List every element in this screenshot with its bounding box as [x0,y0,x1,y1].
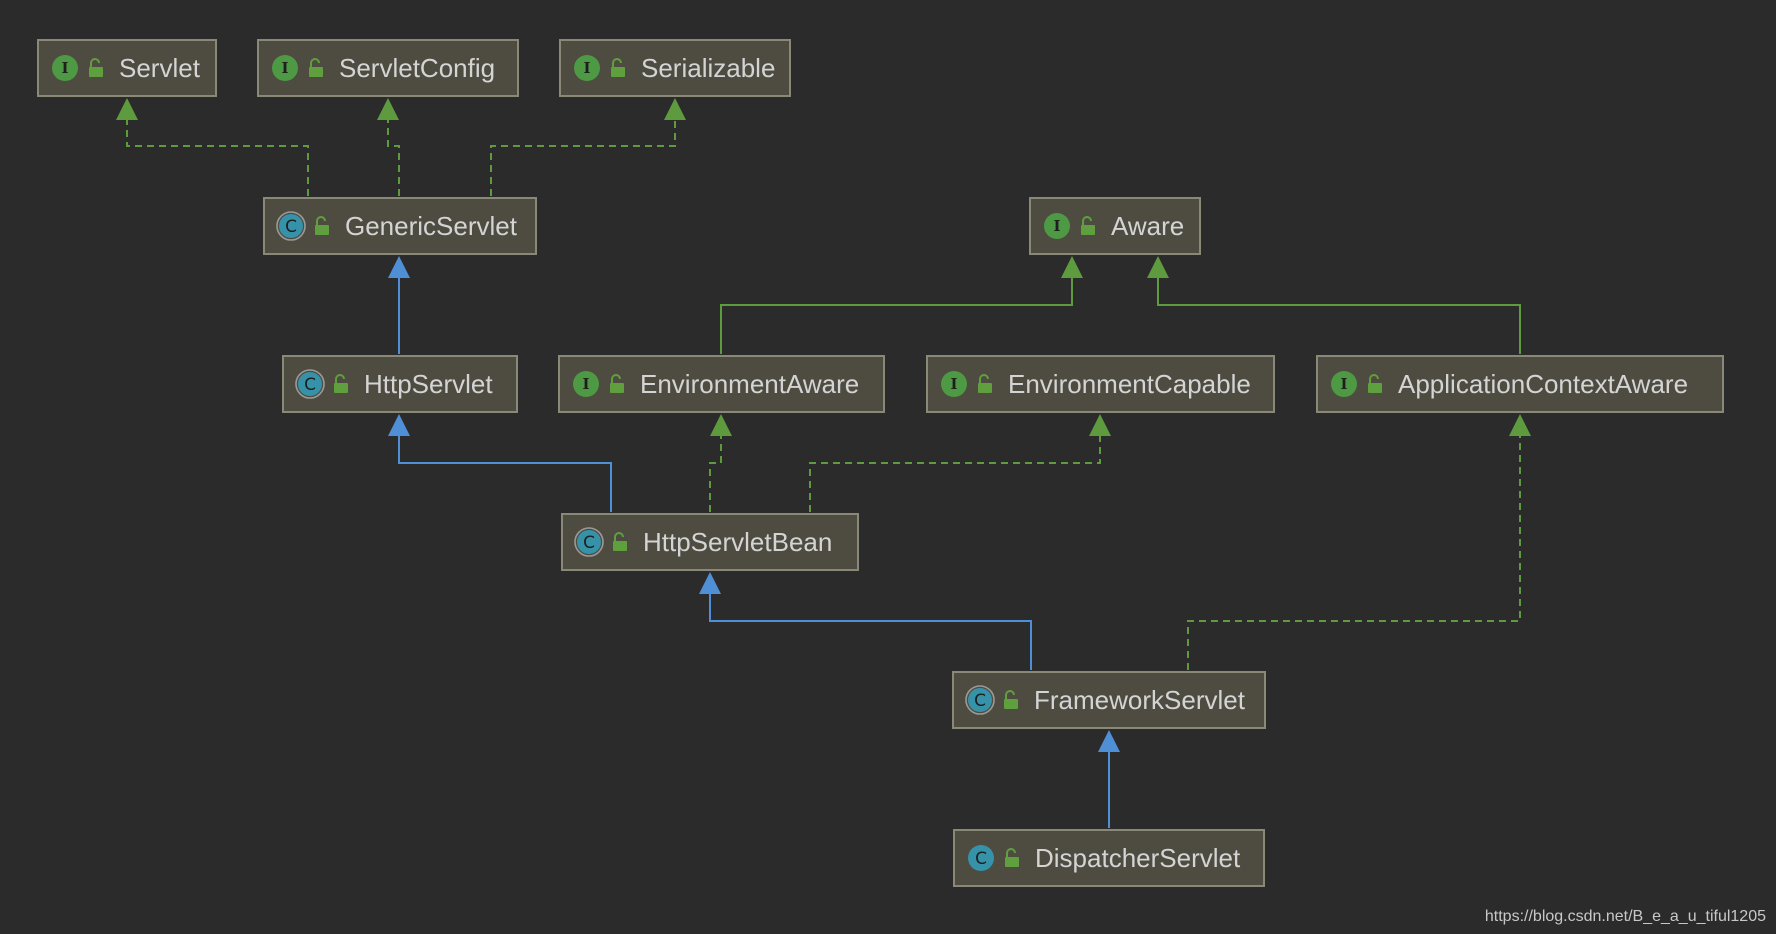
node-applicationcontextaware[interactable]: I ApplicationContextAware [1316,355,1724,413]
node-serializable[interactable]: I Serializable [559,39,791,97]
node-label-httpservletbean: HttpServletBean [643,527,832,557]
node-dispatcherservlet[interactable]: C DispatcherServlet [953,829,1265,887]
node-label-environmentaware: EnvironmentAware [640,369,859,399]
interface-icon: I [574,55,600,81]
class-icon: C [968,845,994,871]
arrowhead-applicationcontextaware [1509,414,1531,436]
node-label-aware: Aware [1111,211,1184,241]
interface-icon: I [941,371,967,397]
arrowhead-genericservlet [388,256,410,278]
arrowhead-httpservletbean [699,572,721,594]
edge-httpservletbean-httpservlet [398,434,612,512]
edge-httpservletbean-environmentaware [709,434,722,512]
svg-text:C: C [304,375,316,395]
interface-icon: I [1331,371,1357,397]
edge-httpservletbean-environmentcapable [809,434,1101,512]
node-aware[interactable]: I Aware [1029,197,1201,255]
lock-icon [315,216,329,235]
svg-text:C: C [583,533,595,553]
edge-frameworkservlet-applicationcontextaware [1187,434,1521,670]
edge-genericservlet-servlet [126,118,309,196]
node-label-applicationcontextaware: ApplicationContextAware [1398,369,1688,399]
lock-icon [1081,216,1095,235]
svg-text:C: C [974,691,986,711]
edge-applicationcontextaware-aware [1157,276,1521,354]
arrowhead-environmentcapable [1089,414,1111,436]
node-frameworkservlet[interactable]: C FrameworkServlet [952,671,1266,729]
lock-icon [610,374,624,393]
svg-text:I: I [1053,217,1060,235]
arrowhead-aware-right [1147,256,1169,278]
node-environmentcapable[interactable]: I EnvironmentCapable [926,355,1275,413]
arrowhead-aware-left [1061,256,1083,278]
arrowhead-environmentaware [710,414,732,436]
node-label-servletconfig: ServletConfig [339,53,495,83]
lock-icon [1005,848,1019,867]
node-label-httpservlet: HttpServlet [364,369,493,399]
interface-icon: I [272,55,298,81]
node-label-dispatcherservlet: DispatcherServlet [1035,843,1241,873]
lock-icon [978,374,992,393]
svg-text:C: C [975,849,987,869]
arrowhead-serializable [664,98,686,120]
node-label-environmentcapable: EnvironmentCapable [1008,369,1251,399]
svg-text:I: I [582,375,589,393]
lock-icon [611,58,625,77]
node-servletconfig[interactable]: I ServletConfig [257,39,519,97]
node-label-serializable: Serializable [641,53,775,83]
edge-genericservlet-servletconfig [387,118,400,196]
node-label-frameworkservlet: FrameworkServlet [1034,685,1246,715]
node-label-genericservlet: GenericServlet [345,211,518,241]
edge-genericservlet-serializable [490,118,676,196]
abstract-class-icon: C [295,369,325,399]
svg-text:I: I [281,59,288,77]
node-label-servlet: Servlet [119,53,201,83]
lock-icon [1368,374,1382,393]
node-genericservlet[interactable]: C GenericServlet [263,197,537,255]
abstract-class-icon: C [965,685,995,715]
lock-icon [613,532,627,551]
svg-text:I: I [950,375,957,393]
svg-text:C: C [285,217,297,237]
lock-icon [89,58,103,77]
lock-icon [309,58,323,77]
interface-icon: I [573,371,599,397]
interface-icon: I [52,55,78,81]
arrowhead-servlet [116,98,138,120]
node-httpservlet[interactable]: C HttpServlet [282,355,518,413]
arrowhead-frameworkservlet [1098,730,1120,752]
watermark-url: https://blog.csdn.net/B_e_a_u_tiful1205 [1484,908,1766,925]
abstract-class-icon: C [574,527,604,557]
lock-icon [334,374,348,393]
svg-text:I: I [61,59,68,77]
edge-frameworkservlet-httpservletbean [709,592,1032,670]
arrowhead-servletconfig [377,98,399,120]
node-httpservletbean[interactable]: C HttpServletBean [561,513,859,571]
svg-text:I: I [1340,375,1347,393]
abstract-class-icon: C [276,211,306,241]
lock-icon [1004,690,1018,709]
node-environmentaware[interactable]: I EnvironmentAware [558,355,885,413]
edge-environmentaware-aware [720,276,1073,354]
interface-icon: I [1044,213,1070,239]
svg-text:I: I [583,59,590,77]
arrowhead-httpservlet [388,414,410,436]
node-servlet[interactable]: I Servlet [37,39,217,97]
